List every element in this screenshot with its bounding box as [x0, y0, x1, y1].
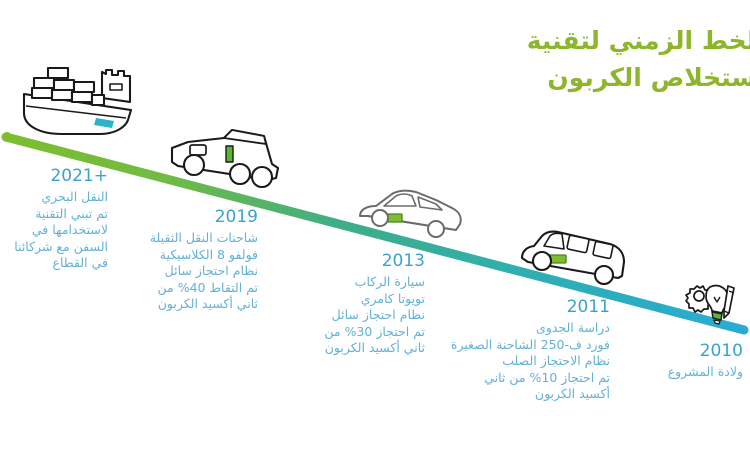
event-year: 2019 — [214, 207, 258, 227]
timeline-start-dot — [2, 132, 12, 142]
event-line: ثاني أكسيد الكربون — [324, 340, 425, 355]
event-line: السفن مع شركائنا — [14, 238, 108, 254]
event-description: شاحنات النقل الثقيلة فولفو 8 الكلاسيكية … — [150, 230, 258, 313]
pickup-truck-icon — [518, 228, 630, 298]
event-line: فولفو 8 الكلاسيكية — [159, 246, 258, 262]
cargo-ship-icon — [18, 58, 143, 147]
event-line: ثاني أكسيد الكربون — [157, 296, 258, 311]
sedan-car-icon — [356, 186, 468, 252]
event-description: سيارة الركاب تويوتا كامري نظام احتجاز سا… — [324, 274, 425, 357]
event-line: لاستخدامها في — [31, 222, 108, 237]
event-line: ولادة المشروع — [667, 364, 743, 379]
event-line: نظام احتجاز سائل — [164, 263, 258, 278]
event-year: 2013 — [381, 251, 425, 271]
event-line: أكسيد الكربون — [534, 386, 610, 401]
event-line: سيارة الركاب — [354, 274, 425, 289]
event-description: دراسة الجدوى فورد ف-250 الشاحنة الصغيرة … — [451, 320, 610, 403]
event-year: 2010 — [699, 341, 743, 361]
timeline-event-2013: 2013 سيارة الركاب تويوتا كامري نظام احتج… — [324, 251, 425, 357]
timeline-event-2011: 2011 دراسة الجدوى فورد ف-250 الشاحنة الص… — [451, 297, 610, 403]
event-line: تويوتا كامري — [360, 290, 425, 306]
event-line: في القطاع — [52, 255, 109, 270]
timeline-event-2021: 2021+ النقل البحري تم تبني التقنية لاستخ… — [14, 166, 108, 272]
event-year: 2011 — [566, 297, 610, 317]
event-line: تم احتجاز 30% من — [324, 323, 425, 339]
timeline-event-2019: 2019 شاحنات النقل الثقيلة فولفو 8 الكلاس… — [150, 207, 258, 313]
event-line: تم تبني التقنية — [35, 205, 108, 221]
semi-truck-icon — [168, 112, 288, 194]
event-description: ولادة المشروع — [668, 364, 743, 381]
event-line: تم احتجاز 10% من ثاني — [484, 369, 610, 385]
event-line: تم التقاط 40% من — [157, 279, 258, 295]
timeline-event-2010: 2010 ولادة المشروع — [668, 341, 743, 381]
lightbulb-gear-pencil-icon — [684, 279, 738, 335]
event-description: النقل البحري تم تبني التقنية لاستخدامها … — [14, 189, 108, 272]
event-line: دراسة الجدوى — [536, 320, 610, 335]
event-line: النقل البحري — [41, 189, 108, 204]
event-line: نظام احتجاز سائل — [331, 307, 425, 322]
title-line-2: ستخلاص الكربون — [547, 63, 750, 92]
event-line: نظام الاحتجاز الصلب — [502, 353, 610, 368]
page-title: لخط الزمني لتقنية ستخلاص الكربون — [527, 22, 750, 96]
title-line-1: لخط الزمني لتقنية — [526, 26, 750, 55]
event-line: فورد ف-250 الشاحنة الصغيرة — [450, 336, 610, 352]
event-year: 2021+ — [50, 166, 108, 186]
event-line: شاحنات النقل الثقيلة — [149, 230, 258, 245]
